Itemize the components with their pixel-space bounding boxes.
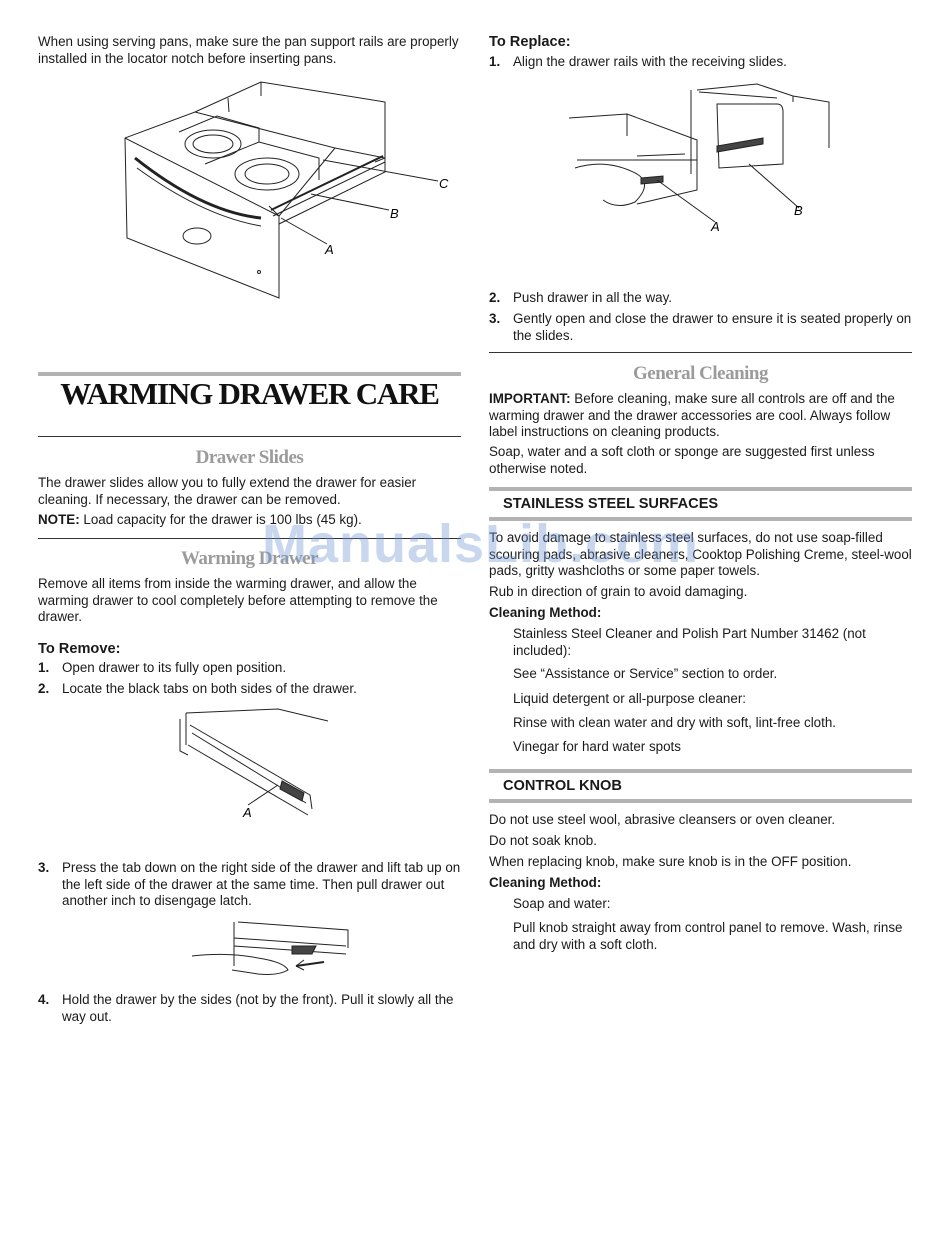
- stainless-method-4: Rinse with clean water and dry with soft…: [513, 715, 837, 730]
- knob-method-2: Pull knob straight away from control pan…: [513, 920, 903, 952]
- knob-line-3: When replacing knob, make sure knob is i…: [489, 854, 852, 869]
- step-number: 3.: [489, 311, 501, 326]
- step-number: 1.: [38, 660, 50, 675]
- replace-step-1: 1. Align the drawer rails with the receiv…: [489, 54, 912, 71]
- important-label: IMPORTANT:: [489, 391, 571, 406]
- divider: [38, 538, 461, 539]
- load-capacity-note: NOTE: Load capacity for the drawer is 10…: [38, 512, 461, 529]
- drawer-with-pans-figure: C B A: [124, 81, 449, 299]
- step-number: 4.: [38, 992, 50, 1007]
- fig4-label-a: A: [710, 219, 720, 234]
- stainless-method-3: Liquid detergent or all-purpose cleaner:: [513, 691, 746, 706]
- page-title: WARMING DRAWER CARE: [60, 376, 440, 411]
- stainless-grain: Rub in direction of grain to avoid damag…: [489, 584, 748, 599]
- stainless-body: To avoid damage to stainless steel surfa…: [489, 530, 912, 578]
- remove-step-3: 3. Press the tab down on the right side o…: [38, 860, 461, 910]
- step-text: Press the tab down on the right side of …: [62, 860, 461, 908]
- replace-step-3: 3. Gently open and close the drawer to en…: [489, 311, 912, 344]
- stainless-method-5: Vinegar for hard water spots: [513, 739, 681, 754]
- step-number: 2.: [489, 290, 501, 305]
- knob-method-1: Soap and water:: [513, 896, 611, 911]
- knob-line-2: Do not soak knob.: [489, 833, 597, 848]
- align-rails-figure: A B: [568, 83, 830, 234]
- step-text: Open drawer to its fully open position.: [62, 660, 287, 675]
- stainless-method-1: Stainless Steel Cleaner and Polish Part …: [513, 626, 866, 658]
- stainless-method-2: See “Assistance or Service” section to o…: [513, 666, 778, 681]
- to-replace-heading: To Replace:: [489, 34, 571, 50]
- drawer-tab-figure: A: [179, 708, 329, 820]
- warming-drawer-heading: Warming Drawer: [180, 548, 319, 569]
- warming-drawer-body: Remove all items from inside the warming…: [38, 576, 438, 624]
- fig4-label-b: B: [794, 203, 803, 218]
- knob-method-label: Cleaning Method:: [489, 875, 602, 890]
- note-text: Load capacity for the drawer is 100 lbs …: [79, 512, 362, 527]
- step-text: Locate the black tabs on both sides of t…: [62, 681, 357, 696]
- note-label: NOTE:: [38, 512, 80, 527]
- fig1-label-a: A: [324, 242, 334, 257]
- section-rule: [38, 372, 461, 376]
- step-text: Gently open and close the drawer to ensu…: [513, 311, 912, 343]
- serving-pans-intro: When using serving pans, make sure the p…: [38, 34, 459, 66]
- general-cleaning-body: Soap, water and a soft cloth or sponge a…: [489, 444, 875, 476]
- knob-line-1: Do not use steel wool, abrasive cleanser…: [489, 812, 836, 827]
- general-cleaning-heading: General Cleaning: [632, 363, 769, 384]
- control-knob-heading: CONTROL KNOB: [489, 769, 912, 803]
- replace-step-2: 2. Push drawer in all the way.: [489, 290, 912, 307]
- important-note: IMPORTANT: Before cleaning, make sure al…: [489, 391, 912, 441]
- step-text: Align the drawer rails with the receivin…: [513, 54, 787, 69]
- fig1-label-c: C: [439, 176, 449, 191]
- step-number: 1.: [489, 54, 501, 69]
- pull-drawer-figure: [191, 921, 349, 975]
- important-text: Before cleaning, make sure all controls …: [489, 391, 895, 439]
- divider: [38, 436, 461, 437]
- fig2-label-a: A: [242, 805, 252, 820]
- remove-step-1: 1. Open drawer to its fully open position…: [38, 660, 461, 677]
- stainless-heading: STAINLESS STEEL SURFACES: [489, 487, 912, 521]
- watermark: ManualsLib.com: [262, 514, 700, 574]
- drawer-slides-body: The drawer slides allow you to fully ext…: [38, 475, 417, 507]
- divider: [489, 352, 912, 353]
- to-remove-heading: To Remove:: [38, 641, 121, 657]
- drawer-slides-heading: Drawer Slides: [195, 447, 304, 468]
- remove-step-4: 4. Hold the drawer by the sides (not by t…: [38, 992, 461, 1025]
- remove-step-2: 2. Locate the black tabs on both sides of…: [38, 681, 461, 698]
- fig1-label-b: B: [390, 206, 399, 221]
- step-text: Push drawer in all the way.: [513, 290, 673, 305]
- stainless-method-label: Cleaning Method:: [489, 605, 602, 620]
- step-number: 2.: [38, 681, 50, 696]
- step-text: Hold the drawer by the sides (not by the…: [62, 992, 454, 1024]
- step-number: 3.: [38, 860, 50, 875]
